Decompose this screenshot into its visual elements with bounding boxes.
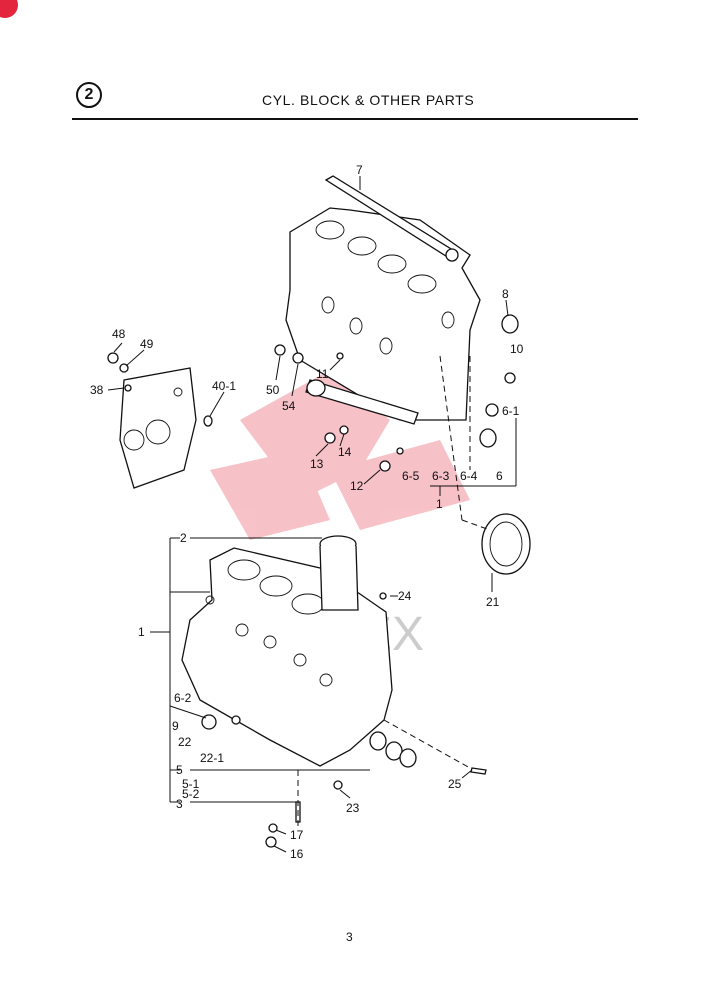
tube-cap xyxy=(306,379,326,397)
callout-16: 16 xyxy=(290,847,304,861)
part-38 xyxy=(124,384,132,392)
callout-22: 22 xyxy=(178,735,192,749)
corner-mark xyxy=(0,0,18,18)
callout-7: 7 xyxy=(356,163,363,177)
part-6-1 xyxy=(485,403,499,417)
part-48 xyxy=(107,352,119,364)
header-rule xyxy=(72,118,638,120)
callout-6-5: 6-5 xyxy=(402,469,420,483)
plug-5-c xyxy=(399,748,417,768)
leader-lines xyxy=(107,176,517,853)
part-40-1 xyxy=(203,415,213,427)
callout-10: 10 xyxy=(510,342,524,356)
washer-17 xyxy=(268,823,278,833)
callout-24: 24 xyxy=(398,589,412,603)
callout-1-upper: 1 xyxy=(436,497,443,511)
washer-14 xyxy=(339,425,349,435)
plug-6 xyxy=(479,428,497,448)
section-number-badge: 2 xyxy=(76,82,102,108)
callout-5-2: 5-2 xyxy=(182,787,200,801)
callout-5: 5 xyxy=(176,763,183,777)
bolt-13 xyxy=(324,432,336,444)
callout-38: 38 xyxy=(90,383,104,397)
callout-2: 2 xyxy=(180,531,187,545)
part-6-5 xyxy=(396,447,404,455)
callout-23: 23 xyxy=(346,801,360,815)
rear-plate xyxy=(119,367,197,489)
oil-seal-21 xyxy=(481,513,531,575)
callout-17: 17 xyxy=(290,828,304,842)
plug-5-a xyxy=(369,731,387,751)
callout-3: 3 xyxy=(176,797,183,811)
bolt-54 xyxy=(292,352,304,364)
callout-9: 9 xyxy=(172,719,179,733)
plug-8 xyxy=(501,314,519,334)
callout-48: 48 xyxy=(112,327,126,341)
lower-cylinder-block xyxy=(181,547,393,767)
callout-13: 13 xyxy=(310,457,324,471)
pin-11 xyxy=(336,352,344,360)
callout-11: 11 xyxy=(316,367,329,381)
callout-25: 25 xyxy=(448,777,462,791)
callout-6-2: 6-2 xyxy=(174,691,192,705)
callout-6-1: 6-1 xyxy=(502,404,520,418)
callout-40-1: 40-1 xyxy=(212,379,236,393)
plug-16 xyxy=(265,836,277,848)
rod-7 xyxy=(324,175,459,262)
callout-5-1: 5-1 xyxy=(182,777,200,791)
callout-labels: 7 8 10 48 49 38 40-1 50 54 11 6-1 13 14 … xyxy=(90,163,524,861)
part-24 xyxy=(379,592,387,600)
callout-14: 14 xyxy=(338,445,352,459)
nut-12 xyxy=(379,460,391,472)
bolt-50 xyxy=(274,344,286,356)
callout-6-3: 6-3 xyxy=(432,469,450,483)
page-number: 3 xyxy=(346,930,353,944)
callout-8: 8 xyxy=(502,287,509,301)
part-23 xyxy=(333,780,343,790)
part-22 xyxy=(231,715,241,725)
callout-49: 49 xyxy=(140,337,154,351)
plug-5-b xyxy=(385,741,403,761)
part-10 xyxy=(504,372,516,384)
callout-1: 1 xyxy=(138,625,145,639)
plug-9 xyxy=(201,714,217,730)
callout-6: 6 xyxy=(496,469,503,483)
callout-54: 54 xyxy=(282,399,296,413)
upper-cylinder-block xyxy=(285,207,481,421)
callout-12: 12 xyxy=(350,479,364,493)
callout-21: 21 xyxy=(486,595,500,609)
callout-6-4: 6-4 xyxy=(460,469,478,483)
cylinder-liner-2 xyxy=(319,535,359,611)
callout-22-1: 22-1 xyxy=(200,751,224,765)
pin-25 xyxy=(470,767,487,775)
callout-50: 50 xyxy=(266,383,280,397)
page-title: CYL. BLOCK & OTHER PARTS xyxy=(262,92,475,108)
